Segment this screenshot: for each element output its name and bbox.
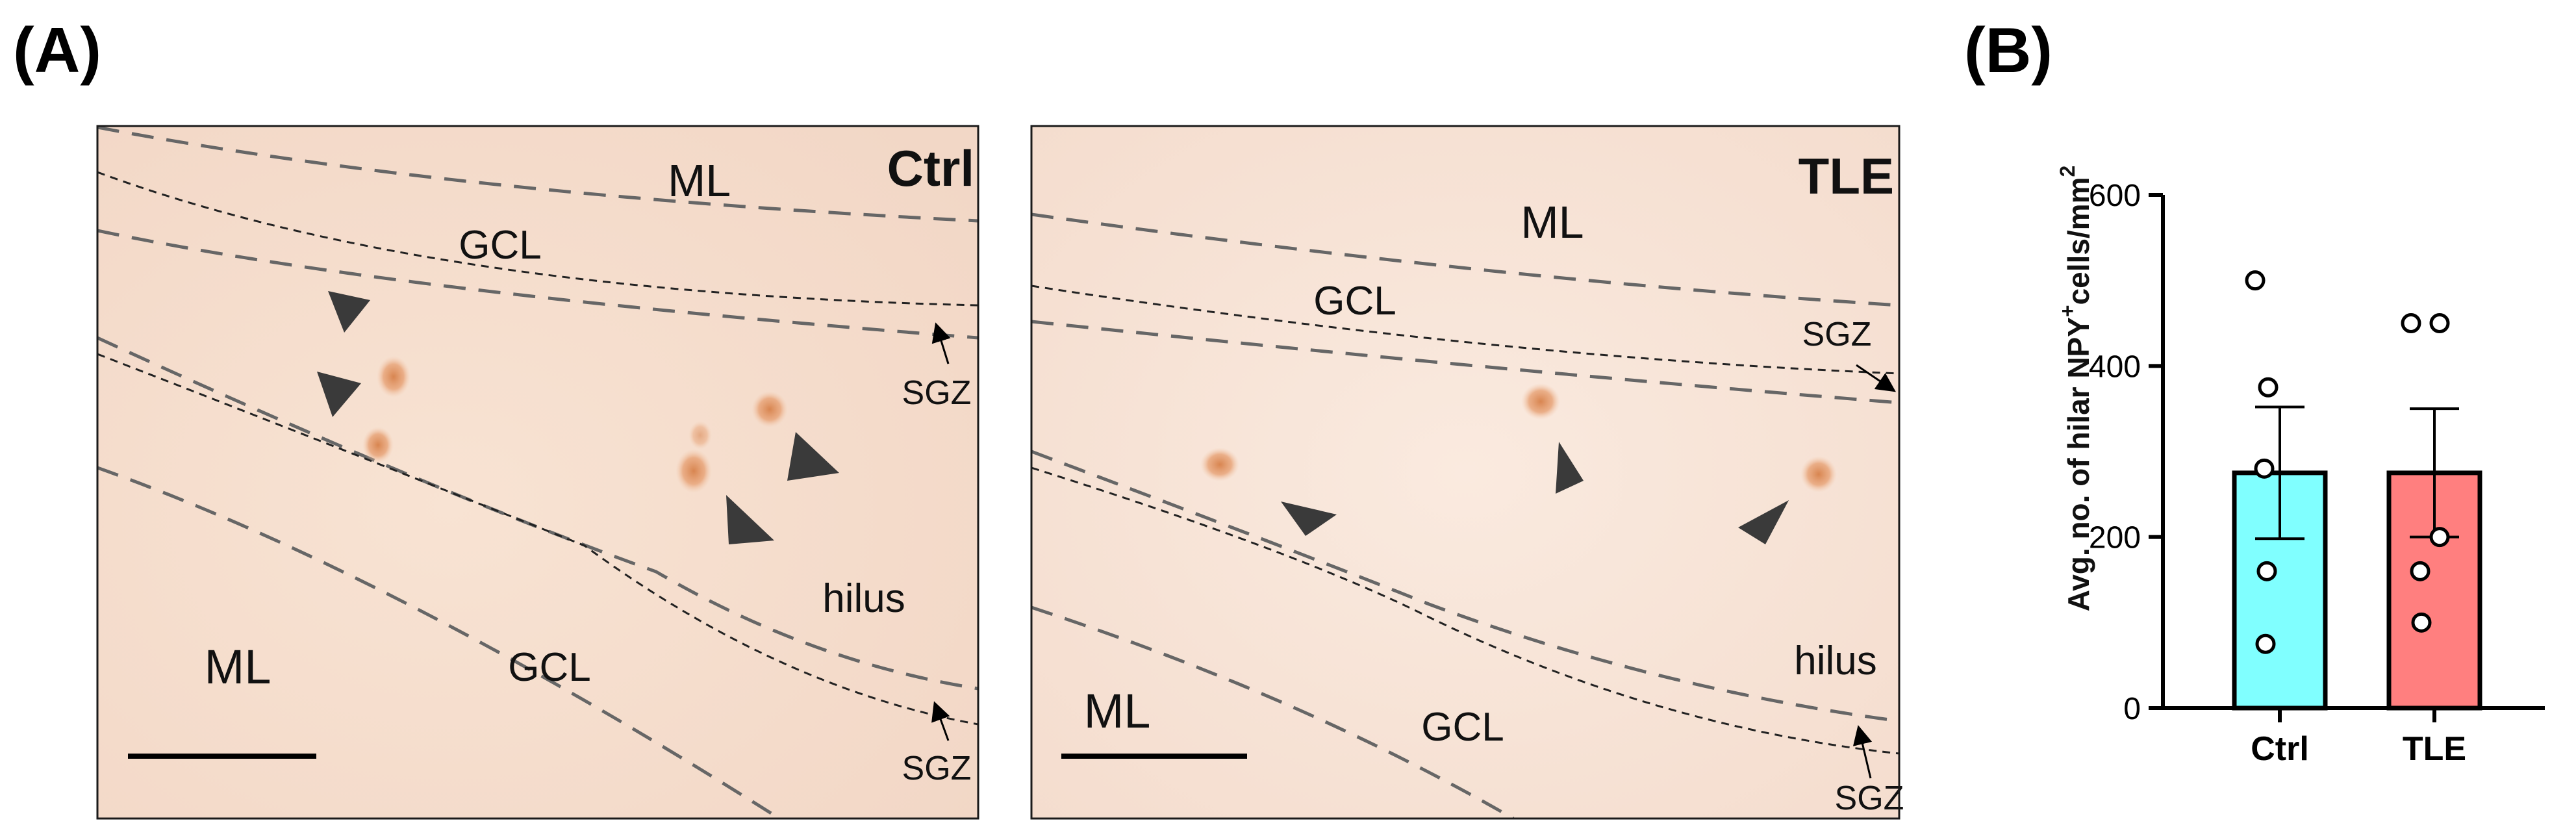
tle-frame	[1030, 125, 1900, 820]
ctrl-arrowhead-marker	[726, 495, 774, 544]
data-point-tle	[2401, 313, 2421, 333]
ctrl-boundary-ml-gcl	[97, 126, 978, 223]
tle-condition-label: TLE	[1799, 147, 1894, 205]
ctrl-npy-cell	[676, 449, 712, 493]
tle-sgz-arrow-top	[1856, 364, 1896, 392]
tle-boundary-hilus-gcl	[1031, 450, 1899, 723]
tle-scale-bar	[1061, 754, 1247, 759]
tle-boundary-gcl-top	[1031, 320, 1899, 405]
ctrl-boundary-hilus-gcl	[97, 336, 978, 691]
tle-micrograph: ML TLE GCL SGZ hilus ML GCL SGZ	[1030, 125, 1904, 820]
data-point-ctrl	[2256, 561, 2277, 581]
ylabel-superscript-plus: +	[2056, 305, 2079, 317]
data-point-ctrl	[2254, 458, 2275, 479]
data-point-ctrl	[2258, 377, 2279, 398]
tle-sgz-line-top	[1031, 285, 1899, 375]
tle-label-gcl-bottom: GCL	[1421, 705, 1504, 750]
ctrl-scale-bar	[128, 754, 316, 759]
data-point-tle	[2429, 527, 2450, 548]
ctrl-arrowhead-marker	[787, 432, 839, 481]
panel-letter-b: (B)	[1964, 14, 2053, 86]
ctrl-arrowhead-marker	[328, 291, 370, 333]
y-tick-label: 600	[2089, 179, 2141, 213]
ctrl-sgz-arrow-top	[931, 322, 951, 364]
chart-points	[2245, 270, 2450, 654]
tle-arrowhead-marker	[1556, 442, 1584, 494]
tle-label-ml-top: ML	[1521, 197, 1584, 248]
ylabel-part-1: Avg. no. of hilar NPY	[2062, 317, 2095, 611]
ctrl-npy-cell	[751, 391, 788, 427]
chart-bars	[2232, 405, 2482, 711]
ctrl-label-sgz-bottom: SGZ	[902, 750, 972, 787]
tle-label-sgz-top: SGZ	[1802, 316, 1872, 353]
ctrl-frame	[96, 125, 979, 820]
npy-bar-chart: Avg. no. of hilar NPY+cells/mm2 0 200 400 6…	[2056, 166, 2545, 768]
ylabel-part-2: cells/mm	[2062, 177, 2095, 305]
ctrl-label-ml-top: ML	[668, 155, 731, 206]
chart-y-axis-label: Avg. no. of hilar NPY+cells/mm2	[2056, 166, 2095, 612]
ctrl-arrowhead-marker	[317, 372, 361, 417]
tle-label-ml-bottom: ML	[1084, 684, 1151, 738]
ctrl-label-sgz-top: SGZ	[902, 374, 972, 412]
ctrl-label-gcl-top: GCL	[459, 223, 541, 268]
ctrl-npy-cell	[688, 421, 712, 450]
data-point-tle	[2429, 313, 2450, 333]
y-tick-label: 400	[2089, 349, 2141, 384]
data-point-tle	[2411, 612, 2432, 633]
data-point-ctrl	[2255, 633, 2276, 654]
ctrl-label-gcl-bottom: GCL	[508, 645, 590, 690]
tle-boundary-ml-gcl	[1031, 212, 1899, 307]
x-tick-label: TLE	[2403, 730, 2466, 768]
tle-arrowhead-marker	[1281, 502, 1337, 536]
ctrl-npy-cell	[362, 427, 394, 463]
tle-boundary-gcl-ml	[1031, 605, 1515, 819]
tle-npy-cell	[1521, 383, 1560, 420]
ctrl-label-ml-bottom: ML	[205, 640, 271, 694]
ctrl-npy-cell	[377, 356, 410, 398]
tle-tissue-background	[1031, 126, 1899, 819]
data-point-ctrl	[2245, 270, 2266, 291]
tle-arrowhead-marker	[1738, 500, 1789, 544]
panel-letter-a: (A)	[13, 14, 102, 86]
ctrl-sgz-line-bottom	[97, 353, 978, 726]
tle-label-hilus: hilus	[1794, 639, 1877, 683]
ctrl-micrograph: ML Ctrl GCL SGZ hilus ML GCL SGZ	[96, 125, 979, 820]
ctrl-label-hilus: hilus	[822, 576, 905, 621]
tle-label-gcl-top: GCL	[1313, 279, 1396, 324]
ctrl-boundary-gcl-top	[97, 229, 978, 340]
tle-npy-cell	[1800, 456, 1837, 492]
y-tick-label: 200	[2089, 521, 2141, 555]
data-point-tle	[2410, 561, 2431, 581]
tle-sgz-line-bottom	[1031, 466, 1899, 755]
y-tick-label: 0	[2123, 692, 2141, 726]
tle-npy-cell	[1200, 448, 1239, 481]
ctrl-sgz-arrow-bottom	[931, 701, 950, 741]
x-tick-label: Ctrl	[2251, 730, 2309, 768]
tle-label-sgz-bottom: SGZ	[1835, 780, 1904, 817]
ylabel-superscript-2: 2	[2056, 166, 2079, 177]
ctrl-condition-label: Ctrl	[887, 140, 974, 197]
tle-sgz-arrow-bottom	[1852, 725, 1873, 779]
ctrl-boundary-gcl-ml	[97, 466, 781, 819]
